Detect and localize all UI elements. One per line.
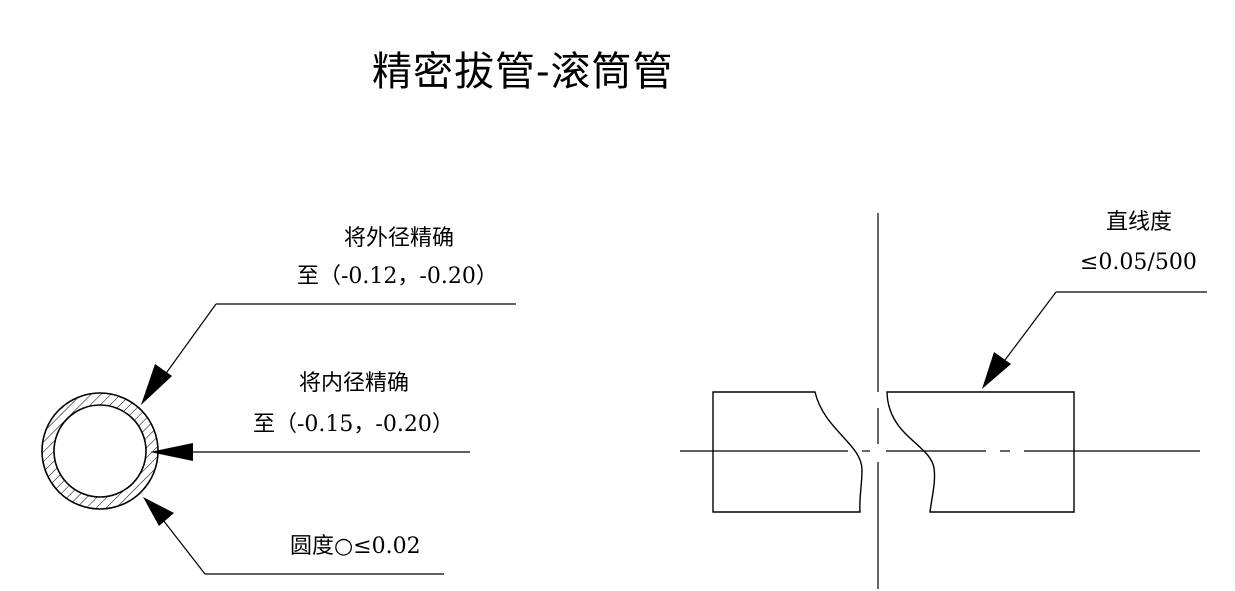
outer-diameter-note-line1: 将外径精确 (344, 226, 455, 251)
tube-side-view-left (712, 391, 863, 513)
inner-diameter-note-line2: 至（-0.15，-0.20） (253, 412, 454, 437)
straightness-leader (982, 291, 1207, 389)
roundness-note: 圆度○≤0.02 (290, 534, 421, 559)
outer-diameter-arrowhead (141, 364, 172, 405)
straightness-note-line2: ≤0.05/500 (1080, 250, 1197, 275)
inner-diameter-leader (150, 443, 470, 461)
outer-diameter-note-line2: 至（-0.12，-0.20） (297, 264, 498, 289)
roundness-arrowhead (143, 497, 174, 526)
tube-outer-circle (41, 392, 159, 510)
tube-inner-circle (53, 404, 147, 498)
drawing-title: 精密拔管-滚筒管 (372, 49, 674, 95)
inner-diameter-note-line1: 将内径精确 (299, 371, 410, 396)
roundness-leader (143, 497, 444, 575)
outer-diameter-leader (141, 303, 516, 405)
inner-diameter-arrowhead (150, 443, 193, 461)
side-view-center-lines (680, 213, 1200, 589)
straightness-note-line1: 直线度 (1106, 210, 1173, 235)
tube-cross-section (41, 392, 159, 510)
straightness-arrowhead (982, 352, 1011, 389)
tube-side-view-right (886, 391, 1075, 513)
